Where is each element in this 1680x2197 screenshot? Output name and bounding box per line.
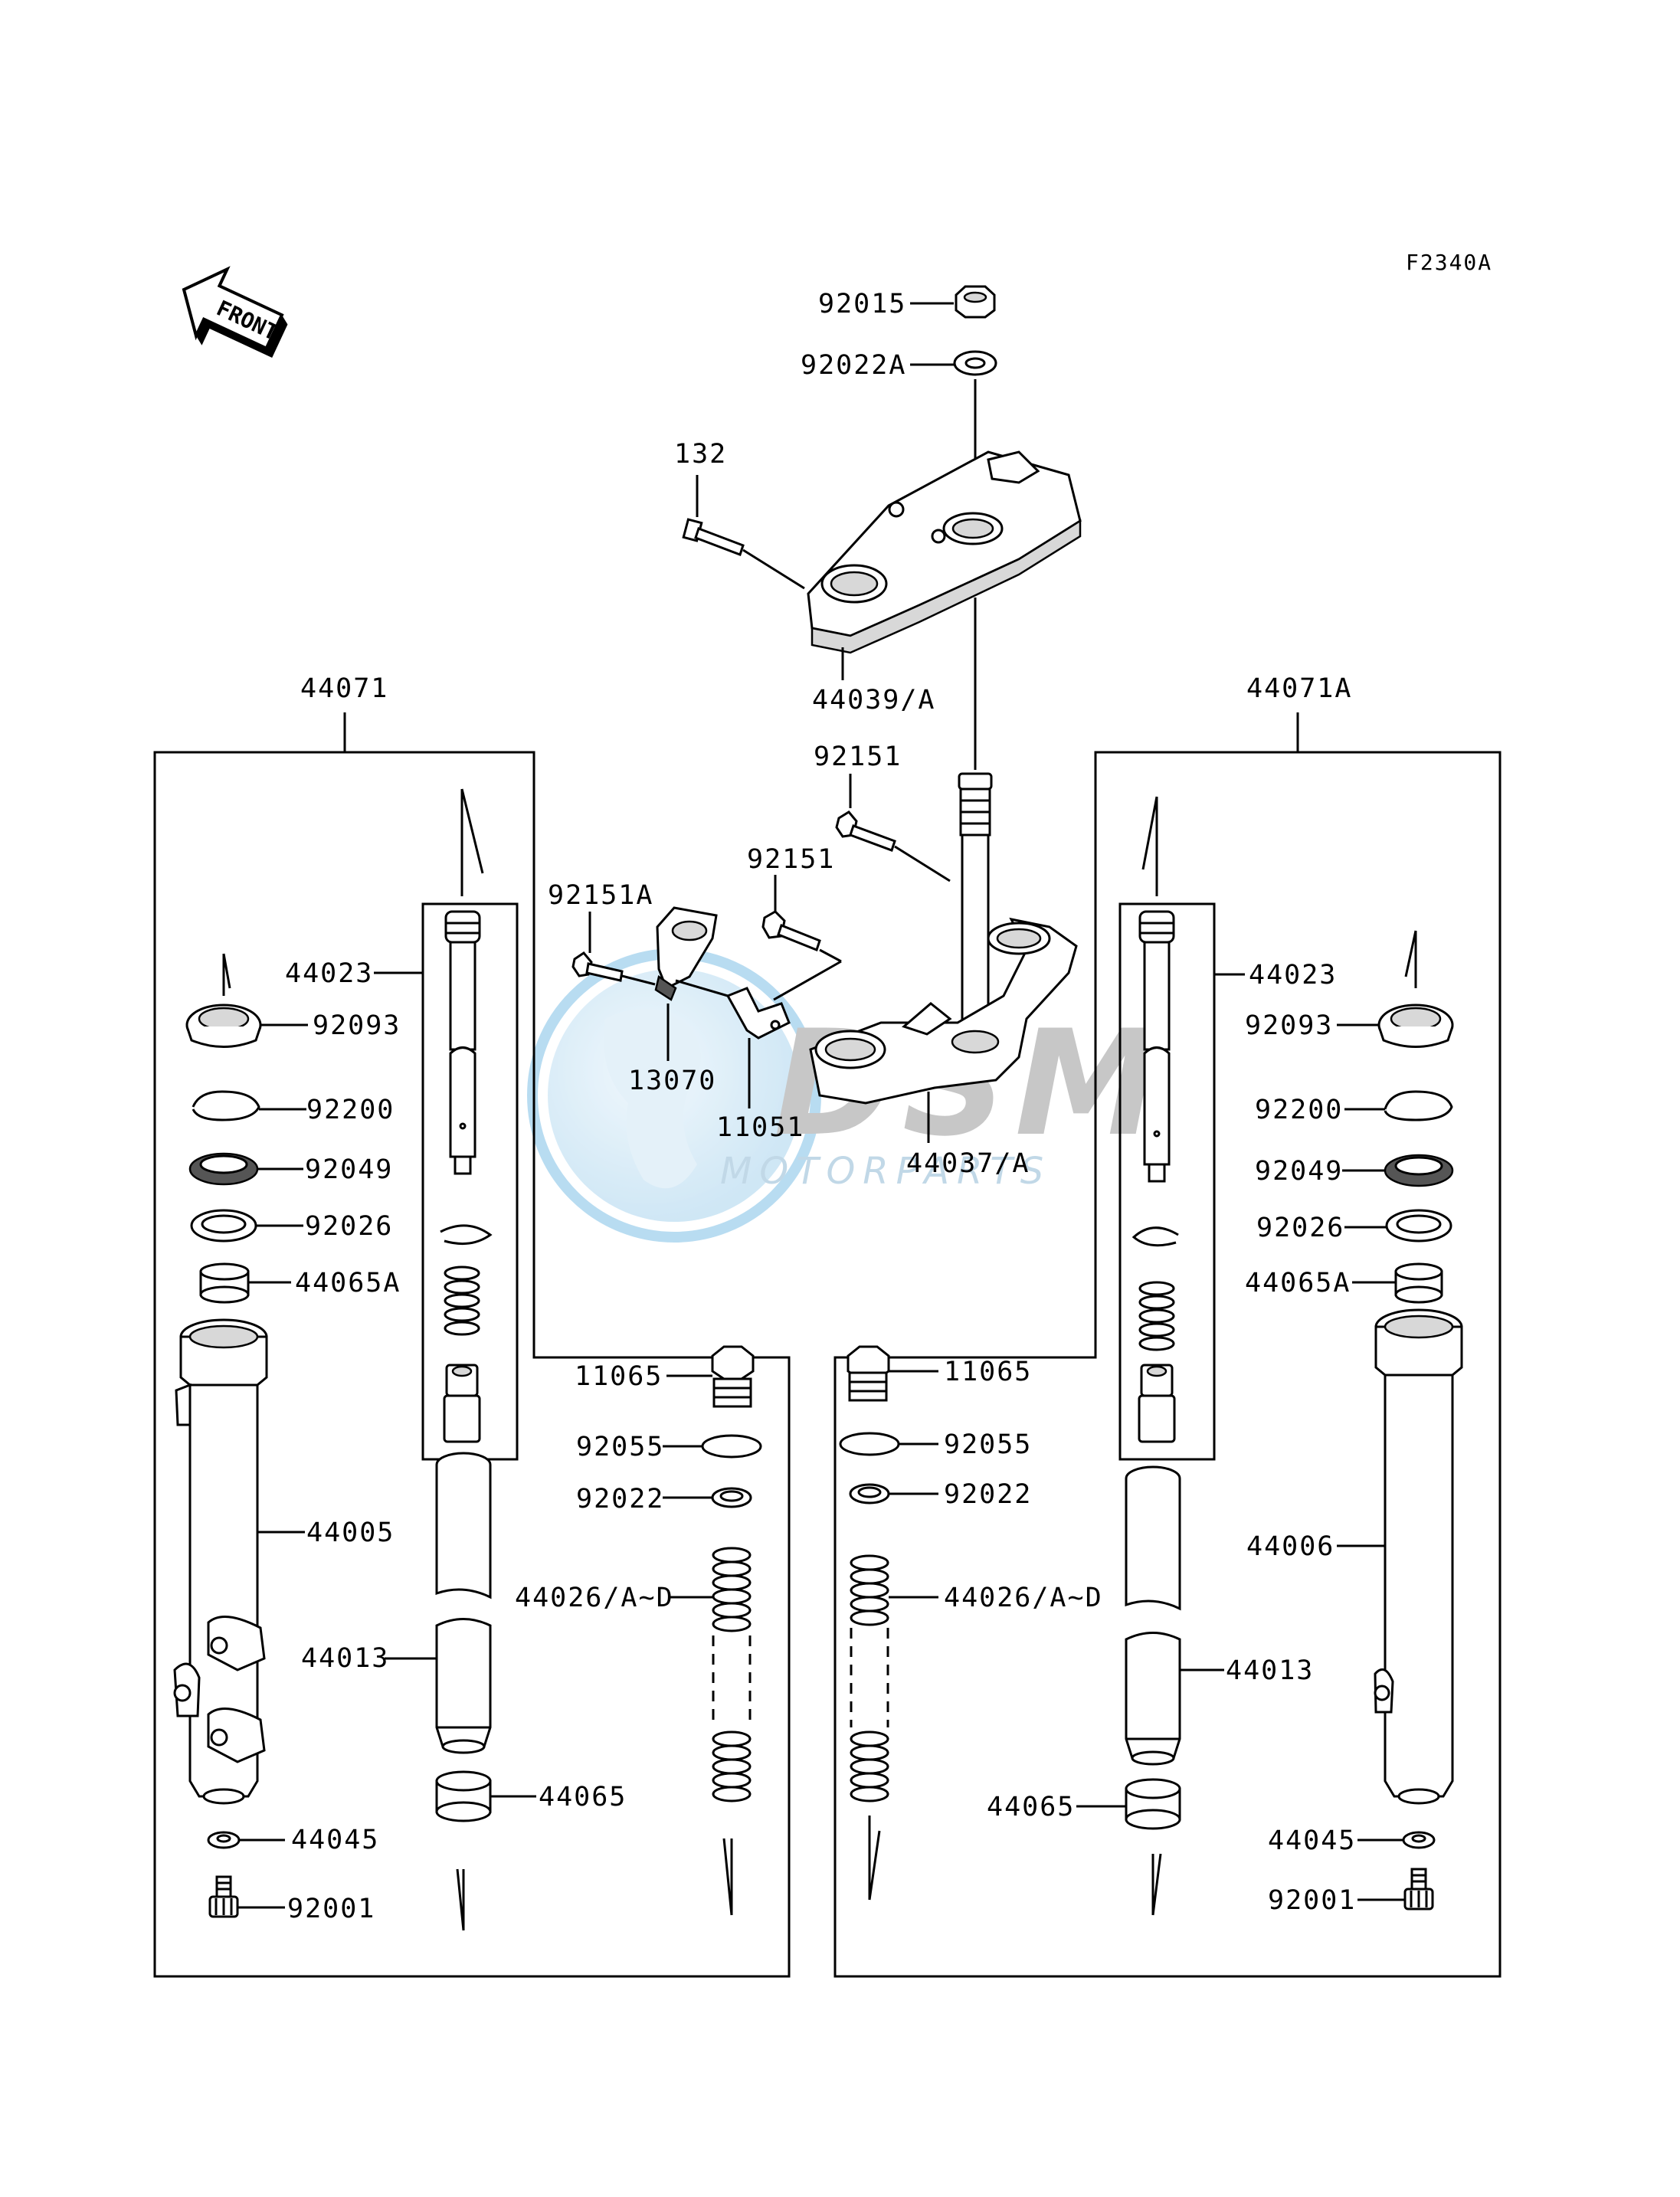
label-right-92049: 92049 xyxy=(1255,1156,1343,1187)
front-arrow-icon: FRONT xyxy=(182,266,288,359)
washer-92022-left xyxy=(711,1487,752,1508)
label-right-44026: 44026/A~D xyxy=(944,1583,1103,1613)
cap-92093-left xyxy=(185,1004,262,1048)
label-right-44006: 44006 xyxy=(1246,1531,1335,1562)
label-left-44065: 44065 xyxy=(539,1782,627,1812)
washer-44045-right xyxy=(1402,1831,1436,1849)
label-left-44065a: 44065A xyxy=(295,1268,401,1298)
bushing-44065a-right xyxy=(1394,1262,1443,1304)
label-44071a: 44071A xyxy=(1246,673,1352,704)
steering-stem-44037a xyxy=(809,772,1078,1105)
oring-92055-left xyxy=(701,1434,762,1459)
washer-92026-left xyxy=(190,1209,257,1243)
bolt-11065-right xyxy=(847,1345,890,1402)
label-44037a: 44037/A xyxy=(906,1148,1030,1179)
label-92015: 92015 xyxy=(818,289,906,319)
label-left-92001: 92001 xyxy=(287,1894,375,1924)
label-left-44013: 44013 xyxy=(301,1643,389,1674)
label-right-92022: 92022 xyxy=(944,1479,1032,1510)
cap-92093-right xyxy=(1377,1004,1454,1048)
damper-rod-44023-left xyxy=(444,910,481,1175)
right-fork-box xyxy=(833,751,1502,1978)
nut-92015 xyxy=(955,285,996,319)
label-132: 132 xyxy=(674,439,727,470)
bolt-92151a xyxy=(571,951,624,982)
label-left-92093: 92093 xyxy=(313,1010,401,1041)
oring-92055-right xyxy=(839,1432,900,1456)
spring-right-small xyxy=(1138,1281,1175,1351)
seal-92049-right xyxy=(1384,1154,1454,1187)
left-cartridge-box xyxy=(421,902,519,1461)
bushing-44065-left xyxy=(435,1770,492,1822)
bolt-92151-top xyxy=(835,810,896,852)
label-11051: 11051 xyxy=(716,1112,804,1143)
outer-tube-44006 xyxy=(1374,1308,1463,1805)
bracket-13070 xyxy=(654,906,718,1001)
label-left-44005: 44005 xyxy=(306,1518,395,1548)
clip-92200-left xyxy=(192,1090,260,1121)
label-right-44065: 44065 xyxy=(987,1792,1075,1822)
label-44071: 44071 xyxy=(300,673,388,704)
label-right-44023: 44023 xyxy=(1249,960,1337,990)
label-right-92200: 92200 xyxy=(1255,1095,1343,1125)
spring-44026-right xyxy=(850,1554,889,1802)
outer-tube-44005 xyxy=(173,1318,268,1805)
label-92151-mid: 92151 xyxy=(747,844,835,875)
label-right-44065a: 44065A xyxy=(1245,1268,1351,1298)
label-left-92200: 92200 xyxy=(306,1095,395,1125)
label-92151a: 92151A xyxy=(548,880,653,911)
label-right-92001: 92001 xyxy=(1268,1885,1356,1916)
label-right-92093: 92093 xyxy=(1245,1010,1333,1041)
upper-bracket-44039a xyxy=(807,450,1082,654)
seal-92049-left xyxy=(188,1152,259,1186)
label-left-44045: 44045 xyxy=(291,1825,379,1855)
label-44039a: 44039/A xyxy=(812,685,936,715)
clip-92200-right xyxy=(1384,1090,1453,1121)
circlip-right xyxy=(1131,1226,1179,1247)
piston-right xyxy=(1138,1364,1176,1443)
label-92151-top: 92151 xyxy=(814,742,902,772)
label-right-92055: 92055 xyxy=(944,1429,1032,1460)
label-left-92055: 92055 xyxy=(576,1432,664,1462)
bolt-92001-right xyxy=(1403,1868,1434,1911)
label-13070: 13070 xyxy=(628,1066,716,1096)
label-left-44023: 44023 xyxy=(285,958,373,989)
damper-rod-44023-right xyxy=(1138,910,1175,1183)
label-left-92049: 92049 xyxy=(305,1154,393,1185)
bushing-44065-right xyxy=(1125,1778,1181,1830)
label-right-44013: 44013 xyxy=(1226,1655,1314,1686)
spring-44026-left xyxy=(712,1547,752,1802)
label-left-11065: 11065 xyxy=(575,1361,663,1392)
inner-tube-44013-left xyxy=(435,1452,492,1754)
washer-92026-right xyxy=(1385,1209,1452,1243)
label-right-11065: 11065 xyxy=(944,1357,1032,1387)
spring-left-small xyxy=(444,1265,480,1336)
label-92022a: 92022A xyxy=(801,350,906,381)
piston-left xyxy=(443,1364,481,1443)
label-right-44045: 44045 xyxy=(1268,1825,1356,1856)
label-right-92026: 92026 xyxy=(1256,1213,1344,1243)
bolt-92001-left xyxy=(208,1875,239,1918)
bushing-44065a-left xyxy=(199,1262,250,1304)
left-fork-box xyxy=(153,751,791,1978)
watermark-text: MOTORPARTS xyxy=(720,1150,1051,1193)
washer-92022a xyxy=(953,350,997,376)
right-cartridge-box xyxy=(1118,902,1216,1461)
bracket-11051 xyxy=(725,987,791,1040)
bolt-92151-mid xyxy=(761,910,821,951)
bolt-132 xyxy=(682,518,745,556)
label-left-44026: 44026/A~D xyxy=(515,1583,674,1613)
diagram-code: F2340A xyxy=(1406,250,1492,275)
circlip-left xyxy=(440,1224,493,1246)
washer-44045-left xyxy=(207,1831,241,1849)
washer-92022-right xyxy=(849,1483,890,1505)
inner-tube-44013-right xyxy=(1125,1465,1181,1766)
label-left-92022: 92022 xyxy=(576,1484,664,1514)
bolt-11065-left xyxy=(711,1345,755,1408)
label-left-92026: 92026 xyxy=(305,1211,393,1242)
